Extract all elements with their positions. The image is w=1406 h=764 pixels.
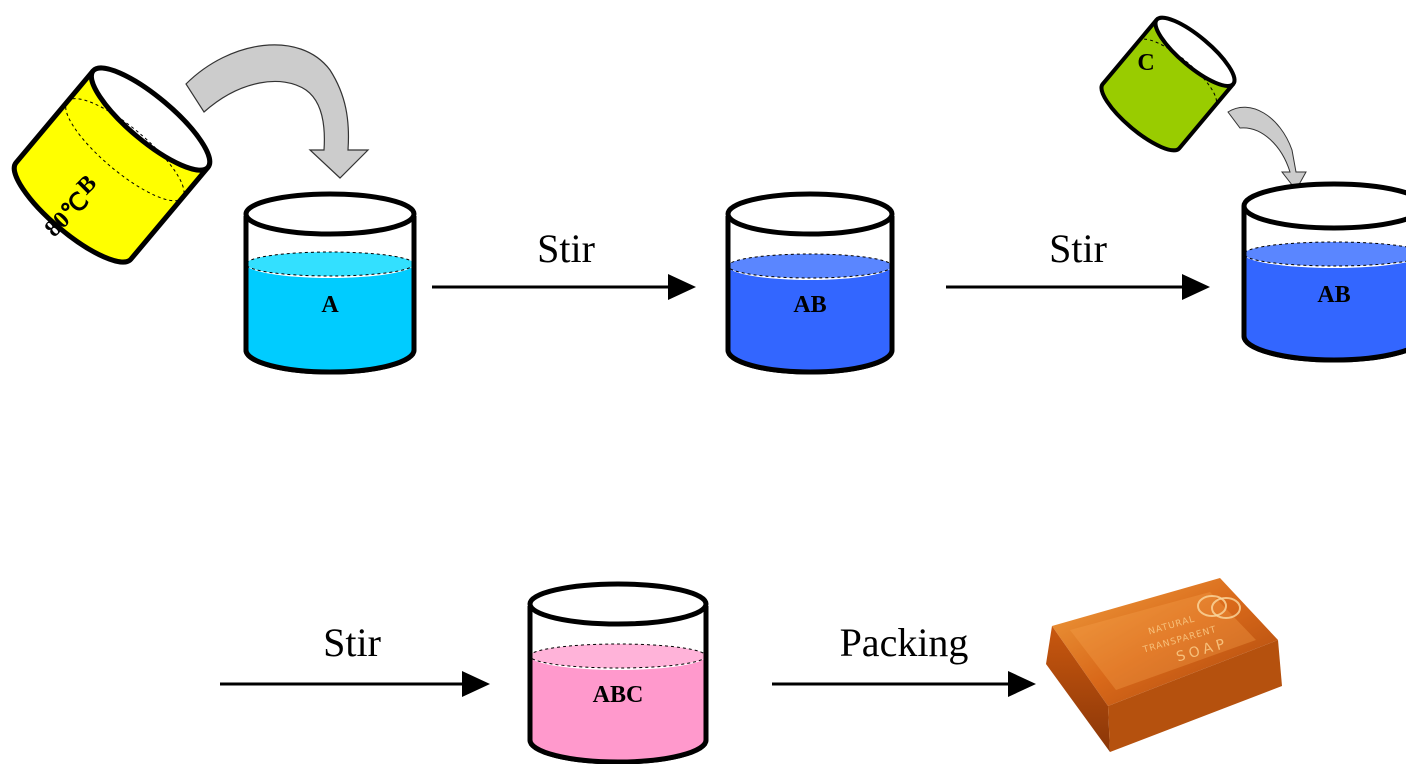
beaker-ab-2-label: AB: [1317, 282, 1350, 308]
pour-beaker-b: [11, 65, 213, 265]
beaker-a-label: A: [321, 292, 339, 318]
soap-bar-image: NATURAL TRANSPARENT SOAP: [1046, 578, 1282, 752]
step-arrow-packing: Packing: [772, 620, 1036, 697]
beaker-ab-1: AB: [725, 191, 895, 375]
step-label-packing: Packing: [840, 620, 969, 665]
step-arrow-stir-2: Stir: [946, 226, 1210, 300]
step-label-stir-1: Stir: [537, 226, 595, 271]
step-label-stir-2: Stir: [1049, 226, 1107, 271]
beaker-abc: ABC: [527, 581, 709, 764]
step-arrow-stir-1: Stir: [432, 226, 696, 300]
pour-c-label: C: [1137, 50, 1154, 76]
beaker-a: A: [243, 191, 417, 375]
pour-arrow-b: [185, 44, 370, 179]
pour-beaker-c: [1099, 15, 1237, 153]
step-label-stir-3: Stir: [323, 620, 381, 665]
beaker-ab-2: AB: [1241, 181, 1406, 363]
pour-arrow-c: [1227, 106, 1307, 191]
step-arrow-stir-3: Stir: [220, 620, 490, 697]
beaker-ab-1-label: AB: [793, 292, 826, 318]
beaker-abc-label: ABC: [593, 682, 644, 708]
